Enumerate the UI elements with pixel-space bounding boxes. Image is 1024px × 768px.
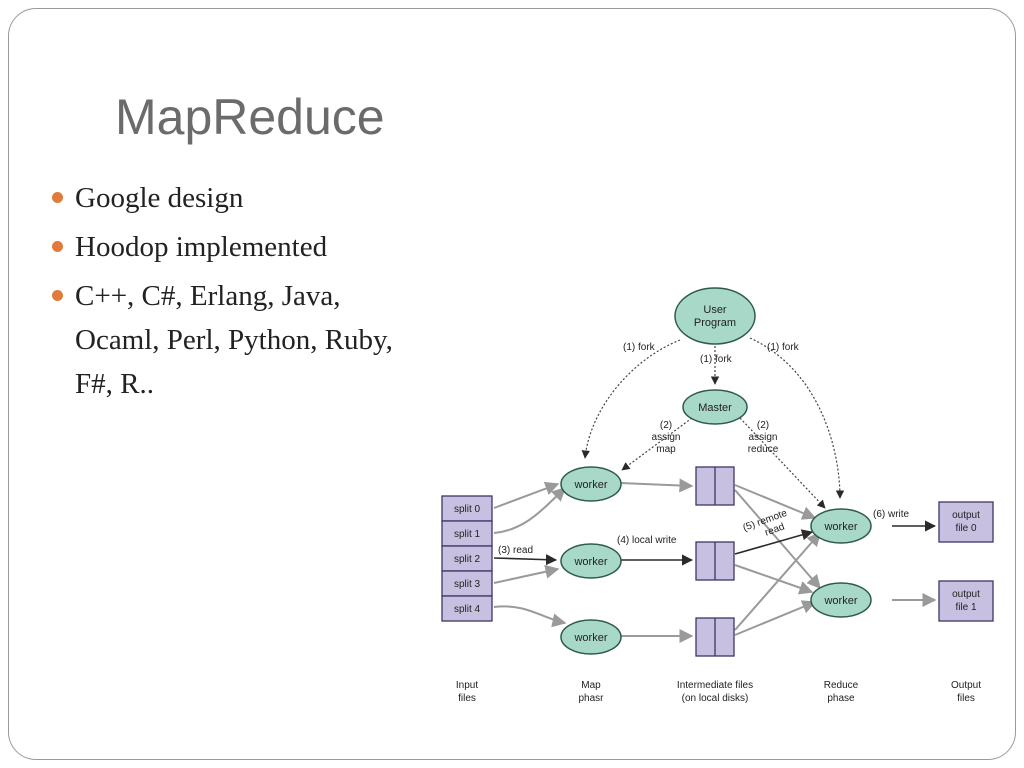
master-label: Master [698,402,732,414]
file3-to-reduce2-edge [734,600,817,636]
split3-to-worker2-edge [493,564,560,584]
mapreduce-diagram: User Program Master worker worker worker… [441,287,994,704]
file1-to-reduce1-edge [734,484,817,520]
reduce-worker-node [810,508,872,544]
file1-to-reduce2-edge [734,489,821,590]
split-label: split 3 [454,579,481,590]
phase-label: phase [827,693,855,704]
split-label: split 1 [454,529,481,540]
file3-to-reduce1-edge [734,531,821,631]
map-worker-node [560,466,622,502]
fork-label: (1) fork [767,342,800,353]
phase-label: Input [456,680,478,691]
map-worker-node [560,619,622,655]
bullet-text: Hoodop implemented [75,231,328,263]
bullet-item: Hoodop implemented [52,225,432,269]
bullet-item: C++, C#, Erlang, Java, Ocaml, Perl, Pyth… [52,274,432,406]
output-label: output [952,510,980,521]
bullet-dot-icon [52,192,63,203]
phase-label: Output [951,680,981,691]
phase-label: files [957,693,975,704]
fork-edge-left [581,339,681,459]
worker1-to-file-edge [619,478,694,493]
output-file-box [938,501,994,543]
assign-map-label: assign [652,432,681,443]
phase-label: files [458,693,476,704]
bullet-text: C++, C#, Erlang, Java, Ocaml, Perl, Pyth… [75,280,393,400]
assign-reduce-edge [739,417,826,509]
slide-title: MapReduce [115,89,385,145]
local-write-label: (4) local write [617,535,677,546]
fork-label: (1) fork [700,354,733,365]
worker-label: worker [823,521,857,533]
split-label: split 2 [454,554,481,565]
assign-map-label: map [656,444,676,455]
assign-reduce-label: assign [749,432,778,443]
user-program-node [674,287,756,345]
worker-label: worker [573,632,607,644]
assign-map-label: (2) [660,420,672,431]
remote-read-edge [734,529,814,555]
split1-to-worker1-edge [493,487,567,534]
read-edge [493,554,558,566]
assign-reduce-label: reduce [748,444,779,455]
output-label: file 1 [955,602,977,613]
split-label: split 0 [454,504,481,515]
bullet-dot-icon [52,241,63,252]
output-label: output [952,589,980,600]
split-label: split 4 [454,604,481,615]
bullet-list: Google design Hoodop implemented C++, C#… [52,176,432,421]
assign-map-edge [621,417,693,471]
worker-label: worker [823,595,857,607]
user-program-label: User [703,304,727,316]
output-label: file 0 [955,523,977,534]
input-splits [441,495,493,622]
intermediate-files [695,466,735,657]
file2-to-reduce2-edge [734,564,814,595]
reduce-worker-node [810,582,872,618]
output-file-box [938,580,994,622]
read-label: (3) read [498,545,533,556]
split0-to-worker1-edge [493,481,560,509]
worker-label: worker [573,556,607,568]
phase-label: Intermediate files [677,680,753,691]
phase-label: phasr [578,693,604,704]
bullet-item: Google design [52,176,432,220]
write-label: (6) write [873,509,910,520]
fork-edge-right [749,337,845,499]
bullet-dot-icon [52,290,63,301]
assign-reduce-label: (2) [757,420,769,431]
master-node [682,389,748,425]
slide-frame [8,8,1016,760]
fork-label: (1) fork [623,342,656,353]
map-worker-node [560,543,622,579]
user-program-label: Program [694,317,736,329]
split4-to-worker3-edge [493,605,567,628]
phase-label: (on local disks) [682,693,749,704]
phase-label: Map [581,680,601,691]
worker-label: worker [573,479,607,491]
split-box [441,595,493,622]
bullet-text: Google design [75,182,244,214]
phase-label: Reduce [824,680,859,691]
